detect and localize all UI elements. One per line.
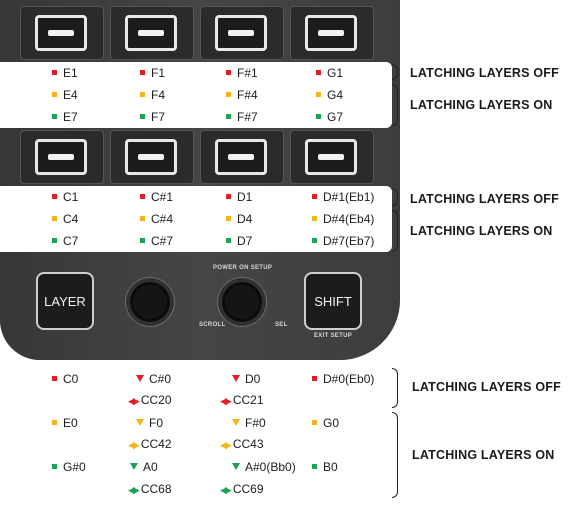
knob-right[interactable]: [222, 282, 262, 322]
note-label: D#1(Eb1): [312, 190, 374, 204]
note-label: E0: [52, 416, 78, 430]
scroll-label: SCROLL: [199, 322, 226, 328]
note-label: C#4: [140, 212, 173, 226]
latching-off-label-3: LATCHING LAYERS OFF: [412, 380, 561, 394]
latching-on-label-1: LATCHING LAYERS ON: [410, 98, 553, 112]
note-label: E1: [52, 66, 78, 80]
note-label: F#1: [226, 66, 258, 80]
cc-label: ◀▶CC43: [220, 437, 264, 451]
note-label: B0: [312, 460, 338, 474]
note-label: F4: [140, 88, 165, 102]
power-on-setup-label: POWER ON SETUP: [213, 265, 273, 271]
note-label: G0: [312, 416, 339, 430]
second-pad-row: [0, 124, 400, 186]
note-label: A0: [130, 460, 158, 474]
cc-label: ◀▶CC69: [220, 482, 264, 496]
note-label: D#0(Eb0): [312, 372, 374, 386]
shift-button[interactable]: SHIFT: [304, 272, 362, 330]
note-label: D0: [232, 372, 260, 386]
shift-button-label: SHIFT: [314, 293, 352, 309]
note-label: C#1: [140, 190, 173, 204]
layer-button-label: LAYER: [44, 293, 86, 309]
note-label: D7: [226, 234, 252, 248]
latching-on-label-2: LATCHING LAYERS ON: [410, 224, 553, 238]
note-label: C0: [52, 372, 78, 386]
note-label: F#4: [226, 88, 258, 102]
label-strip-1: E1 F1 F#1 G1 E4 F4 F#4 G4 E7 F7 F#7 G7: [0, 62, 392, 128]
pad-6[interactable]: [110, 130, 194, 184]
note-label: F7: [140, 110, 165, 124]
note-label: E7: [52, 110, 78, 124]
note-label: C#0: [136, 372, 171, 386]
pad-7[interactable]: [200, 130, 284, 184]
cc-label: ◀▶CC42: [128, 437, 172, 451]
latching-on-label-3: LATCHING LAYERS ON: [412, 448, 555, 462]
note-label: D4: [226, 212, 252, 226]
cc-label: ◀▶CC21: [220, 393, 264, 407]
note-label: C#7: [140, 234, 173, 248]
note-label: F0: [136, 416, 163, 430]
note-label: G7: [316, 110, 343, 124]
exit-setup-label: EXIT SETUP: [314, 333, 353, 339]
note-label: D#7(Eb7): [312, 234, 374, 248]
note-label: G#0: [52, 460, 86, 474]
latching-off-label-2: LATCHING LAYERS OFF: [410, 192, 559, 206]
top-pad-row: [0, 0, 400, 62]
latching-off-label-1: LATCHING LAYERS OFF: [410, 66, 559, 80]
note-label: D#4(Eb4): [312, 212, 374, 226]
sel-label: SEL: [275, 322, 288, 328]
note-label: G4: [316, 88, 343, 102]
brace-on-3: [392, 412, 398, 498]
cc-label: ◀▶CC20: [128, 393, 172, 407]
pad-3[interactable]: [200, 6, 284, 60]
note-label: C4: [52, 212, 78, 226]
pad-1[interactable]: [20, 6, 104, 60]
pad-8[interactable]: [290, 130, 374, 184]
pad-2[interactable]: [110, 6, 194, 60]
brace-on-2: [392, 210, 398, 252]
note-label: C1: [52, 190, 78, 204]
note-label: F1: [140, 66, 165, 80]
note-label: D1: [226, 190, 252, 204]
note-label: C7: [52, 234, 78, 248]
note-label: F#7: [226, 110, 258, 124]
layer-button[interactable]: LAYER: [36, 272, 94, 330]
note-label: A#0(Bb0): [232, 460, 296, 474]
pad-5[interactable]: [20, 130, 104, 184]
brace-on-1: [392, 84, 398, 126]
note-label: E4: [52, 88, 78, 102]
knob-left[interactable]: [130, 282, 170, 322]
controller-device: LAYER POWER ON SETUP SCROLL SEL SHIFT EX…: [0, 0, 400, 360]
pad-4[interactable]: [290, 6, 374, 60]
note-label: F#0: [232, 416, 266, 430]
note-label: G1: [316, 66, 343, 80]
brace-off-3: [392, 368, 398, 408]
cc-label: ◀▶CC68: [128, 482, 172, 496]
label-strip-2: C1 C#1 D1 D#1(Eb1) C4 C#4 D4 D#4(Eb4) C7…: [0, 186, 392, 252]
